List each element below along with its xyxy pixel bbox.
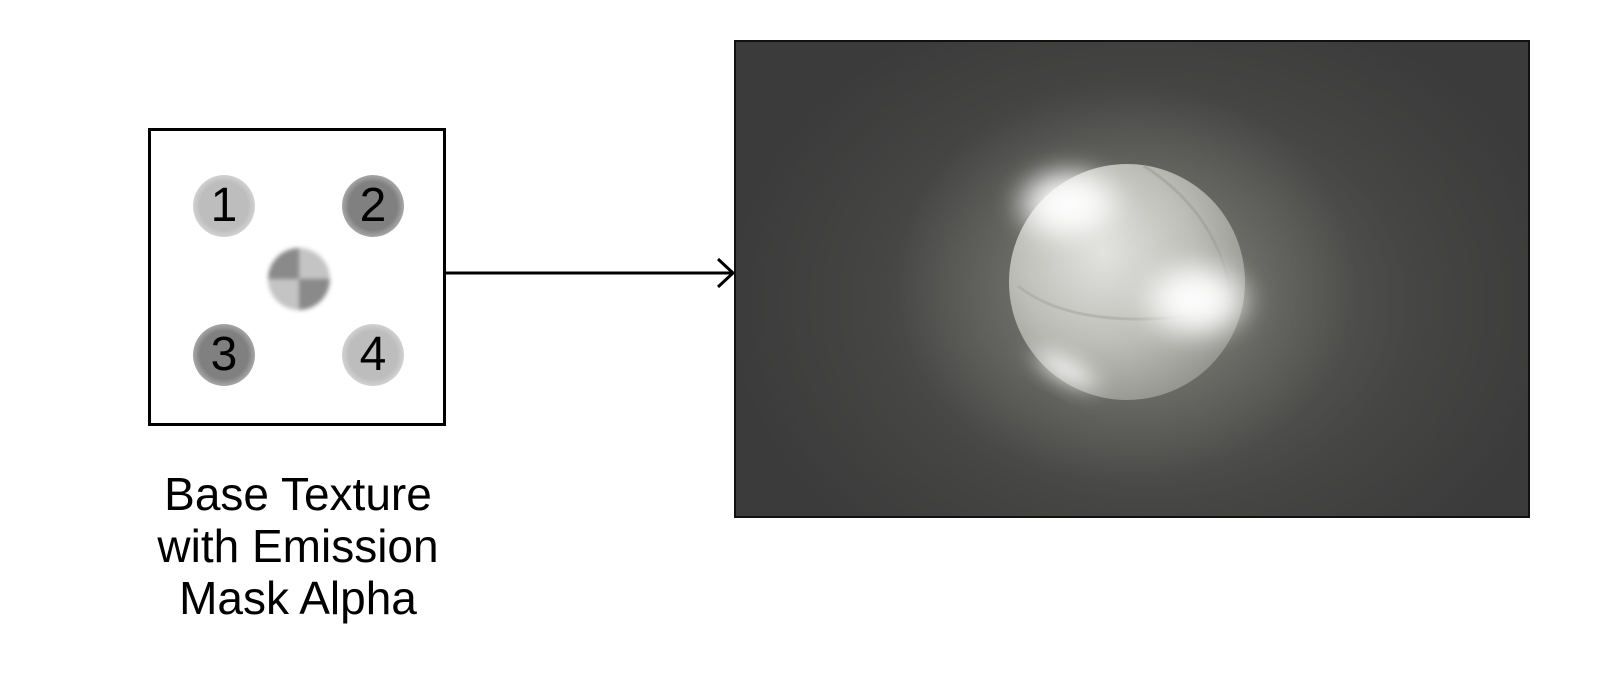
mask-spot-label: 4	[359, 328, 387, 381]
caption-line: with Emission	[157, 520, 439, 572]
mask-spot-label: 1	[210, 179, 238, 232]
emission-glow-1	[1006, 160, 1130, 248]
caption-line: Mask Alpha	[179, 572, 417, 624]
emission-glow-3	[1026, 345, 1106, 395]
sphere-illustration	[896, 82, 1356, 482]
caption-line: Base Texture	[164, 468, 432, 520]
base-texture-swatch: 1 2 3 4	[148, 128, 446, 426]
mask-spot-4: 4	[342, 324, 404, 386]
mask-spot-2: 2	[342, 175, 404, 237]
mask-spot-label: 3	[210, 328, 238, 381]
emission-glow-2	[1132, 254, 1260, 346]
emissive-sphere-render	[734, 40, 1530, 518]
mask-spot-3: 3	[193, 324, 255, 386]
texture-caption: Base Texture with Emission Mask Alpha	[120, 468, 476, 624]
center-quadrant-spot	[268, 248, 330, 310]
mask-spot-label: 2	[359, 179, 387, 232]
mask-spot-1: 1	[193, 175, 255, 237]
arrow-connector	[446, 258, 736, 288]
